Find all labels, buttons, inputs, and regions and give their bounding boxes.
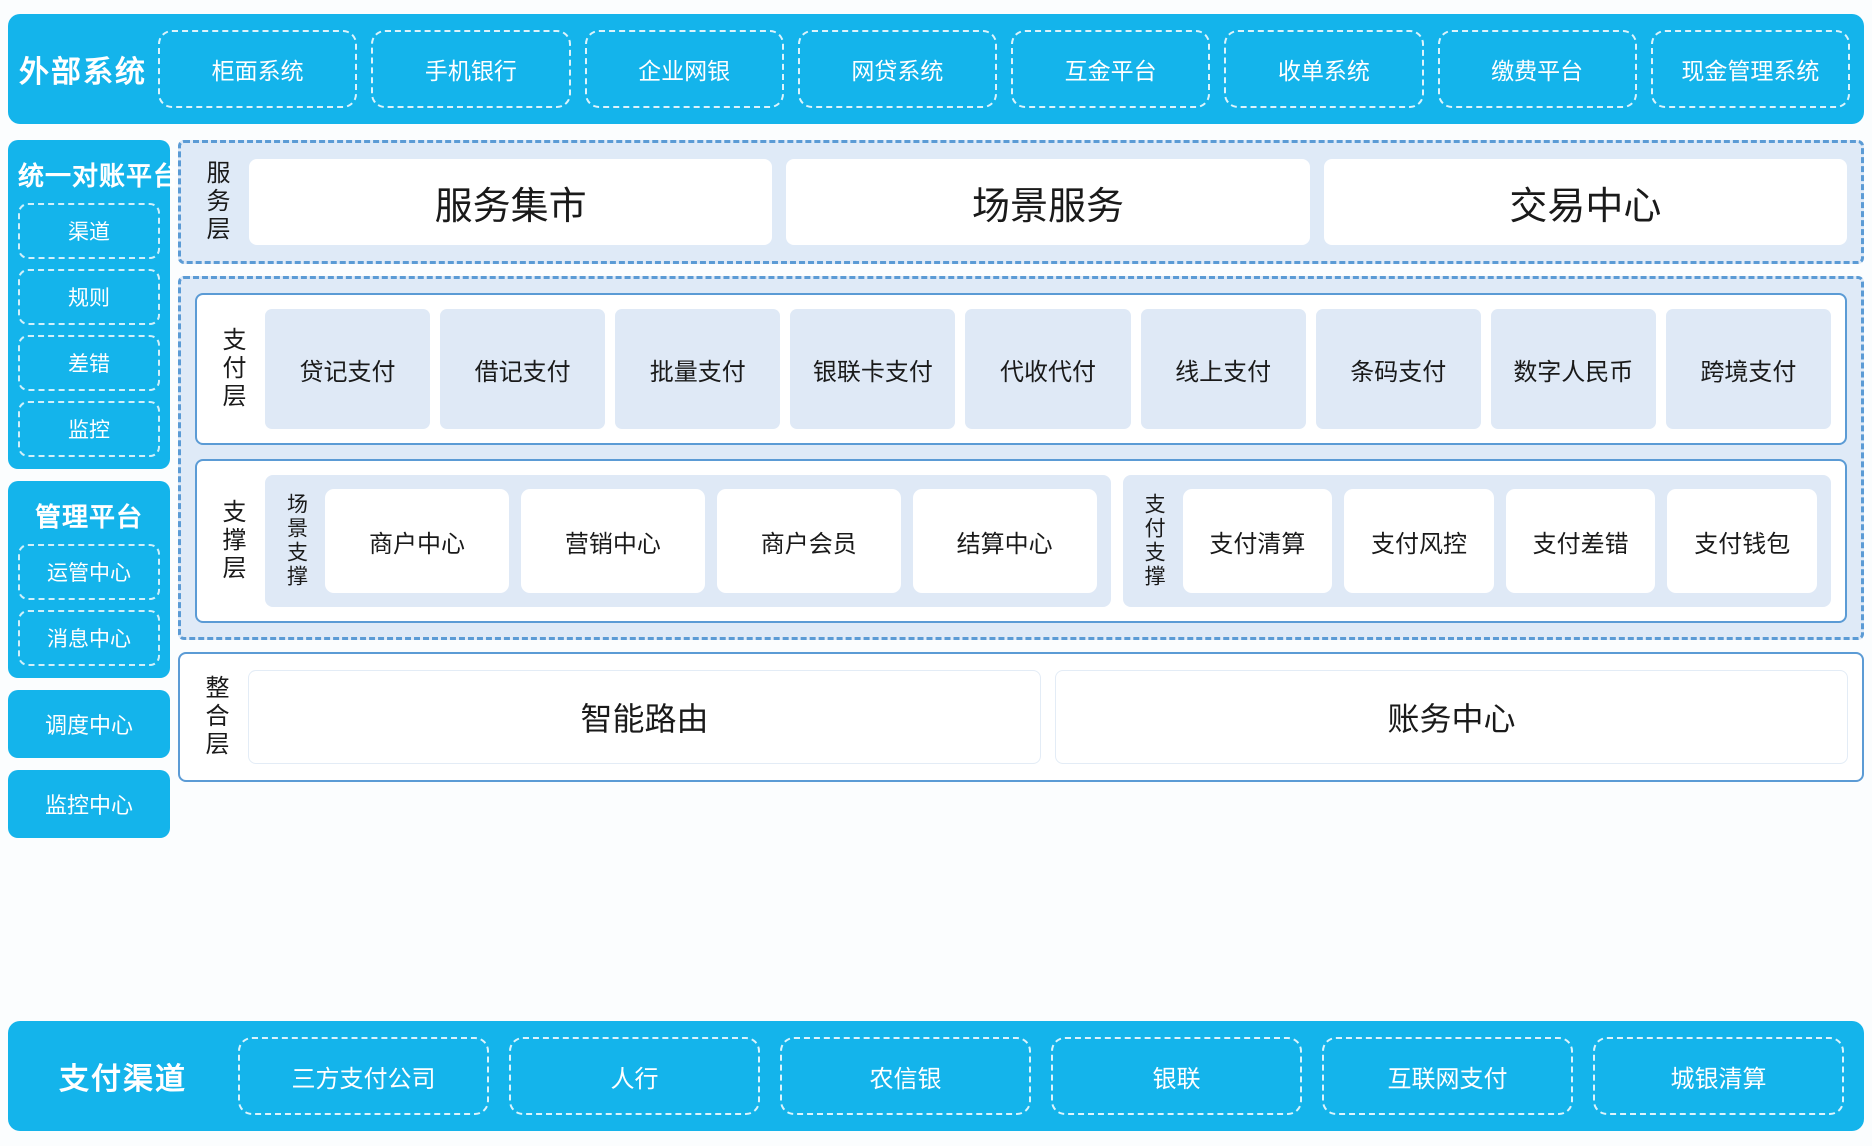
payment-channel-title: 支付渠道: [59, 1063, 187, 1096]
payment-channel-bar: 支付渠道 三方支付公司 人行 农信银 银联 互联网支付 城银清算: [8, 1021, 1864, 1131]
recon-item-error[interactable]: 差错: [18, 335, 160, 391]
external-system-chip[interactable]: 柜面系统: [158, 30, 358, 108]
pay-tile-barcode[interactable]: 条码支付: [1315, 309, 1481, 429]
integration-card-smart-routing[interactable]: 智能路由: [248, 670, 1041, 764]
paysupport-tile-wallet[interactable]: 支付钱包: [1667, 489, 1817, 593]
external-system-chip[interactable]: 手机银行: [371, 30, 571, 108]
left-platform-column: 统一对账平台 渠道 规则 差错 监控 管理平台 运管中心 消息中心 调度中心 监…: [8, 140, 181, 850]
external-system-chip[interactable]: 收单系统: [1224, 30, 1424, 108]
scene-tile-marketing-center[interactable]: 营销中心: [520, 489, 705, 593]
service-layer-container: 服务层 服务集市 场景服务 交易中心: [178, 140, 1864, 264]
pay-tile-online[interactable]: 线上支付: [1140, 309, 1306, 429]
support-layer-panel: 支撑层 场景支撑 商户中心 营销中心 商户会员 结算中心 支付支撑 支付清算 支…: [195, 459, 1847, 623]
service-card-scenario[interactable]: 场景服务: [786, 159, 1310, 245]
management-platform-title: 管理平台: [34, 502, 143, 532]
external-system-chip[interactable]: 网贷系统: [797, 30, 997, 108]
external-system-chip[interactable]: 互金平台: [1011, 30, 1211, 108]
core-layers-container: 支付层 贷记支付 借记支付 批量支付 银联卡支付 代收代付 线上支付 条码支付 …: [178, 276, 1864, 640]
payment-layer-panel: 支付层 贷记支付 借记支付 批量支付 银联卡支付 代收代付 线上支付 条码支付 …: [195, 293, 1847, 445]
channel-chip-third-party[interactable]: 三方支付公司: [238, 1037, 489, 1115]
integration-layer-label: 整合层: [201, 675, 228, 759]
paysupport-tile-clearing[interactable]: 支付清算: [1182, 489, 1333, 593]
scene-tile-settlement-center[interactable]: 结算中心: [912, 489, 1097, 593]
scene-support-group: 场景支撑 商户中心 营销中心 商户会员 结算中心: [265, 475, 1111, 607]
support-layer-label: 支撑层: [218, 499, 245, 583]
paysupport-tile-error-handling[interactable]: 支付差错: [1505, 489, 1656, 593]
manage-item-message-center[interactable]: 消息中心: [18, 610, 160, 666]
channel-chip-city-bank-clearing[interactable]: 城银清算: [1593, 1037, 1844, 1115]
support-layer-groups: 场景支撑 商户中心 营销中心 商户会员 结算中心 支付支撑 支付清算 支付风控 …: [265, 475, 1831, 607]
channel-chip-pboc[interactable]: 人行: [509, 1037, 760, 1115]
external-system-chip[interactable]: 缴费平台: [1437, 30, 1637, 108]
pay-tile-debit[interactable]: 借记支付: [440, 309, 606, 429]
service-layer-label: 服务层: [202, 160, 229, 244]
channel-chip-rcc[interactable]: 农信银: [780, 1037, 1031, 1115]
payment-support-group: 支付支撑 支付清算 支付风控 支付差错 支付钱包: [1122, 475, 1831, 607]
pay-tile-cross-border[interactable]: 跨境支付: [1665, 309, 1831, 429]
external-systems-list: 柜面系统 手机银行 企业网银 网贷系统 互金平台 收单系统 缴费平台 现金管理系…: [158, 14, 1850, 124]
payment-channel-list: 三方支付公司 人行 农信银 银联 互联网支付 城银清算: [238, 1021, 1844, 1131]
payment-layer-tiles: 贷记支付 借记支付 批量支付 银联卡支付 代收代付 线上支付 条码支付 数字人民…: [265, 309, 1831, 429]
pay-tile-unionpay-card[interactable]: 银联卡支付: [790, 309, 956, 429]
platform-layers: 服务层 服务集市 场景服务 交易中心 支付层 贷记支付 借记支付 批量支付 银联…: [178, 140, 1864, 782]
recon-item-rule[interactable]: 规则: [18, 269, 160, 325]
manage-item-operations-center[interactable]: 运管中心: [18, 544, 160, 600]
reconciliation-platform-box[interactable]: 统一对账平台 渠道 规则 差错 监控: [8, 140, 181, 469]
paysupport-tile-risk-control[interactable]: 支付风控: [1344, 489, 1494, 593]
pay-tile-batch[interactable]: 批量支付: [615, 309, 781, 429]
recon-item-channel[interactable]: 渠道: [18, 203, 160, 259]
management-platform-box[interactable]: 管理平台 运管中心 消息中心: [8, 481, 170, 678]
pay-tile-collection-payment[interactable]: 代收代付: [965, 309, 1131, 429]
integration-layer-panel: 整合层 智能路由 账务中心: [178, 652, 1864, 782]
payment-support-label: 支付支撑: [1142, 493, 1166, 589]
channel-chip-unionpay[interactable]: 银联: [1051, 1037, 1302, 1115]
scene-tile-merchant-center[interactable]: 商户中心: [325, 489, 509, 593]
external-system-chip[interactable]: 企业网银: [584, 30, 784, 108]
service-card-marketplace[interactable]: 服务集市: [249, 159, 773, 245]
scene-support-label: 场景支撑: [284, 493, 308, 589]
payment-layer-label: 支付层: [218, 327, 245, 411]
channel-chip-internet-payment[interactable]: 互联网支付: [1322, 1037, 1573, 1115]
service-card-transaction-center[interactable]: 交易中心: [1323, 159, 1847, 245]
pay-tile-credit[interactable]: 贷记支付: [265, 309, 431, 429]
external-system-chip[interactable]: 现金管理系统: [1650, 30, 1850, 108]
external-systems-bar: 外部系统 柜面系统 手机银行 企业网银 网贷系统 互金平台 收单系统 缴费平台 …: [8, 14, 1864, 124]
scheduling-center-box[interactable]: 调度中心: [8, 690, 170, 758]
scene-tile-merchant-member[interactable]: 商户会员: [716, 489, 901, 593]
integration-card-accounting-center[interactable]: 账务中心: [1055, 670, 1848, 764]
reconciliation-platform-title: 统一对账平台: [18, 161, 181, 191]
pay-tile-digital-rmb[interactable]: 数字人民币: [1490, 309, 1656, 429]
recon-item-monitor[interactable]: 监控: [18, 401, 160, 457]
monitoring-center-box[interactable]: 监控中心: [8, 770, 170, 838]
external-systems-title: 外部系统: [19, 56, 147, 89]
